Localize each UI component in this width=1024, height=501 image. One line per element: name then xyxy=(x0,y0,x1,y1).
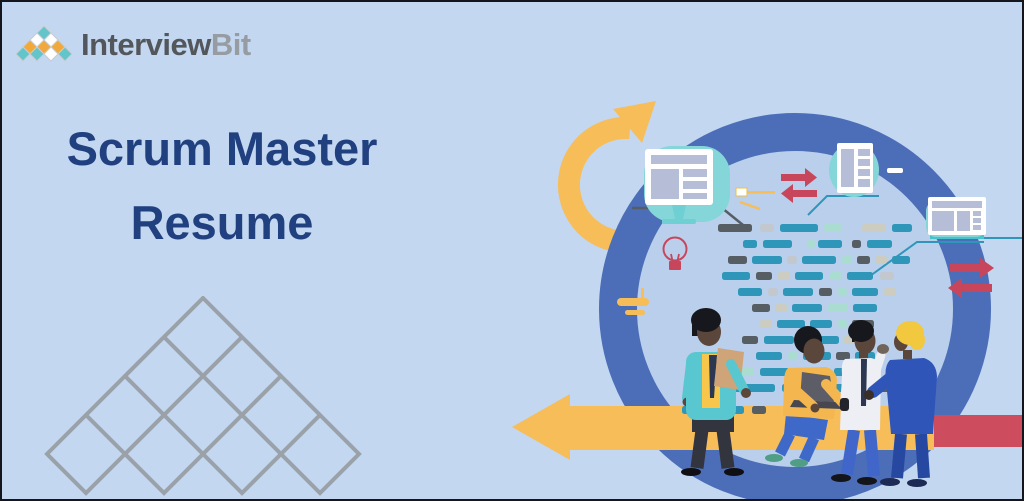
document-panel-icon xyxy=(829,143,903,197)
scrum-illustration xyxy=(512,101,1022,499)
person-teal-jacket xyxy=(681,308,751,476)
logo-wordmark: InterviewBit xyxy=(81,29,251,60)
flag-marker-icon xyxy=(735,187,775,211)
mini-bar-chart-icon xyxy=(617,288,649,315)
transfer-arrows-icon xyxy=(781,168,817,203)
interviewbit-logo: InterviewBit xyxy=(16,26,251,62)
browser-window-icon xyxy=(926,197,986,237)
title-line-2: Resume xyxy=(130,196,314,249)
title-line-1: Scrum Master xyxy=(66,122,378,175)
logo-text-interview: Interview xyxy=(81,26,211,62)
transfer-arrows-icon xyxy=(948,258,994,298)
diamond-lattice-pattern xyxy=(44,296,362,496)
lightbulb-icon xyxy=(662,236,688,270)
person-blue-suit xyxy=(864,321,937,487)
red-band xyxy=(930,415,1022,447)
minus-dash-icon xyxy=(887,168,903,173)
interviewbit-diamond-logo-icon xyxy=(16,26,72,62)
gesturing-hand xyxy=(877,344,889,354)
monitor-icon xyxy=(644,146,730,224)
page-title: Scrum Master Resume xyxy=(12,112,432,260)
logo-text-bit: Bit xyxy=(210,26,251,62)
